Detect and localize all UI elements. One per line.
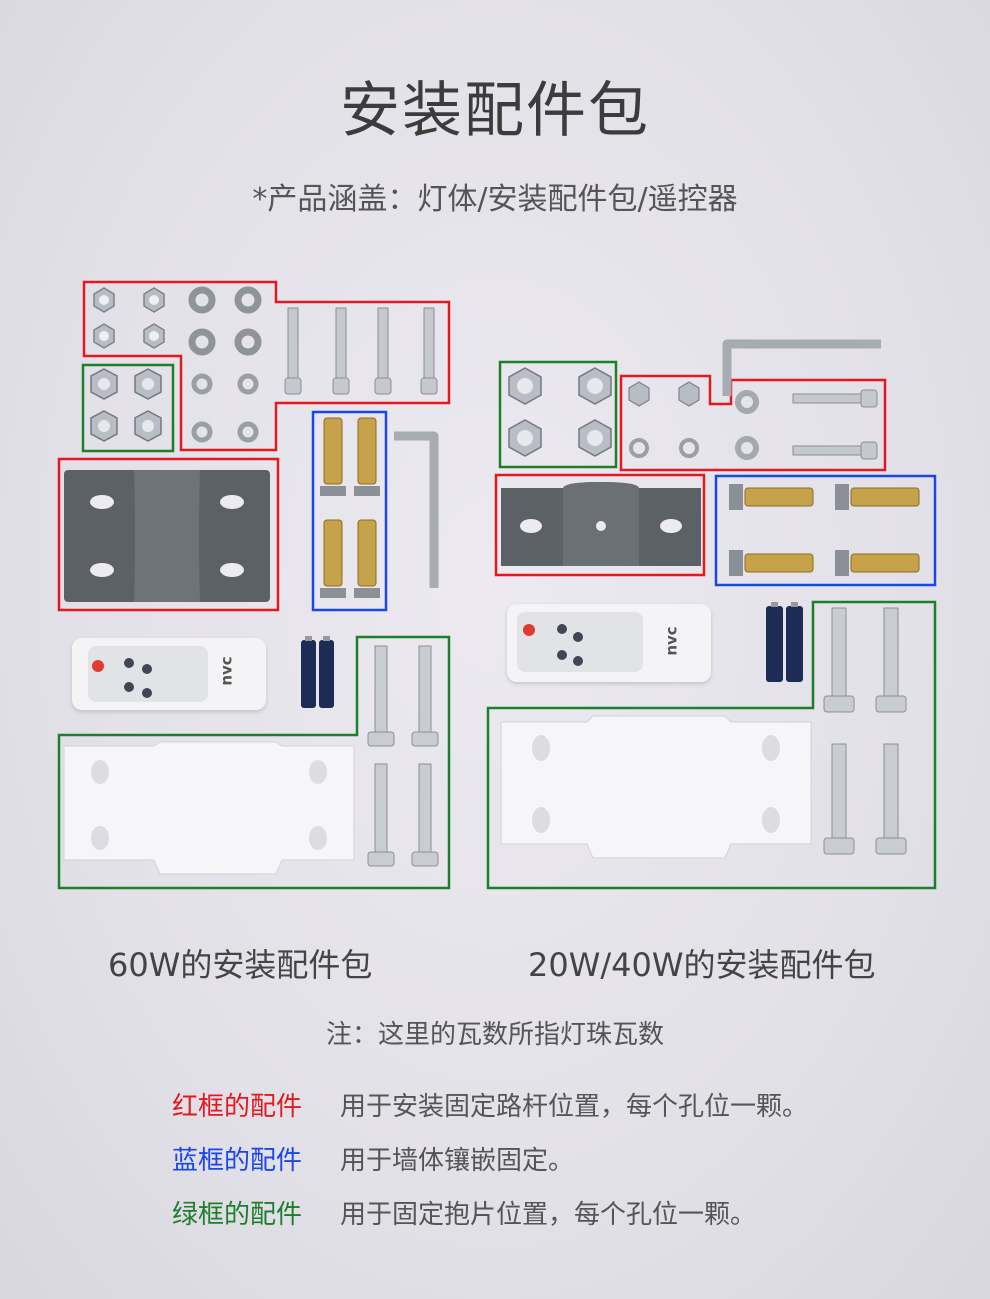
- remote-brand: nvc: [217, 656, 236, 686]
- kit-60w-caption: 60W的安装配件包: [108, 946, 373, 984]
- legend-red: 红框的配件 用于安装固定路杆位置，每个孔位一颗。: [172, 1086, 808, 1123]
- nut-set-small: [93, 287, 165, 349]
- pole-clamp-dark: [64, 470, 270, 602]
- remote-control-right: nvc: [507, 604, 711, 682]
- legend-red-text: 用于安装固定路杆位置，每个孔位一颗。: [340, 1092, 809, 1122]
- battery-pair: [301, 636, 334, 708]
- hex-bolt-set-right: [823, 607, 907, 855]
- power-icon: [92, 660, 104, 672]
- remote-brand-right: nvc: [662, 626, 681, 656]
- power-icon-right: [523, 624, 535, 636]
- nut-set-large: [90, 368, 162, 442]
- pole-clamp-dark-right: [501, 482, 701, 566]
- page-title: 安装配件包: [340, 76, 650, 146]
- legend-blue-label: 蓝框的配件: [172, 1146, 303, 1176]
- legend-green-label: 绿框的配件: [172, 1200, 303, 1230]
- kit-60w: nvc 60W的安装配件包: [0, 0, 495, 984]
- legend-blue: 蓝框的配件 用于墙体镶嵌固定。: [172, 1140, 574, 1177]
- expansion-anchor-set: [320, 417, 380, 598]
- small-parts-red: [628, 381, 759, 460]
- remote-control: nvc: [72, 638, 266, 710]
- red-frame-top: [57, 280, 451, 890]
- bolt-set-red: [284, 307, 438, 395]
- frames-right: [486, 360, 937, 890]
- expansion-anchor-set-right: [729, 484, 920, 576]
- allen-key: [394, 431, 439, 588]
- washer-set: [188, 286, 262, 443]
- battery-pair-right: [766, 602, 803, 682]
- wattage-note: 注：这里的瓦数所指灯珠瓦数: [325, 1020, 664, 1050]
- nut-set-large-right: [508, 367, 612, 457]
- kit-20w-40w: nvc 20W/40W的安装配件包: [486, 0, 990, 984]
- legend-green: 绿框的配件 用于固定抱片位置，每个孔位一颗。: [172, 1194, 756, 1231]
- mount-plate-white: [63, 741, 355, 875]
- page-subtitle: *产品涵盖：灯体/安装配件包/遥控器: [252, 182, 738, 217]
- hex-bolt-set: [367, 645, 439, 867]
- allen-key-right: [722, 339, 881, 396]
- bolt-set-red-right: [792, 389, 878, 460]
- mount-plate-white-right: [500, 715, 812, 859]
- kit-20w-40w-caption: 20W/40W的安装配件包: [528, 946, 876, 984]
- legend-blue-text: 用于墙体镶嵌固定。: [340, 1146, 575, 1176]
- legend-green-text: 用于固定抱片位置，每个孔位一颗。: [340, 1200, 757, 1230]
- legend-red-label: 红框的配件: [172, 1092, 303, 1122]
